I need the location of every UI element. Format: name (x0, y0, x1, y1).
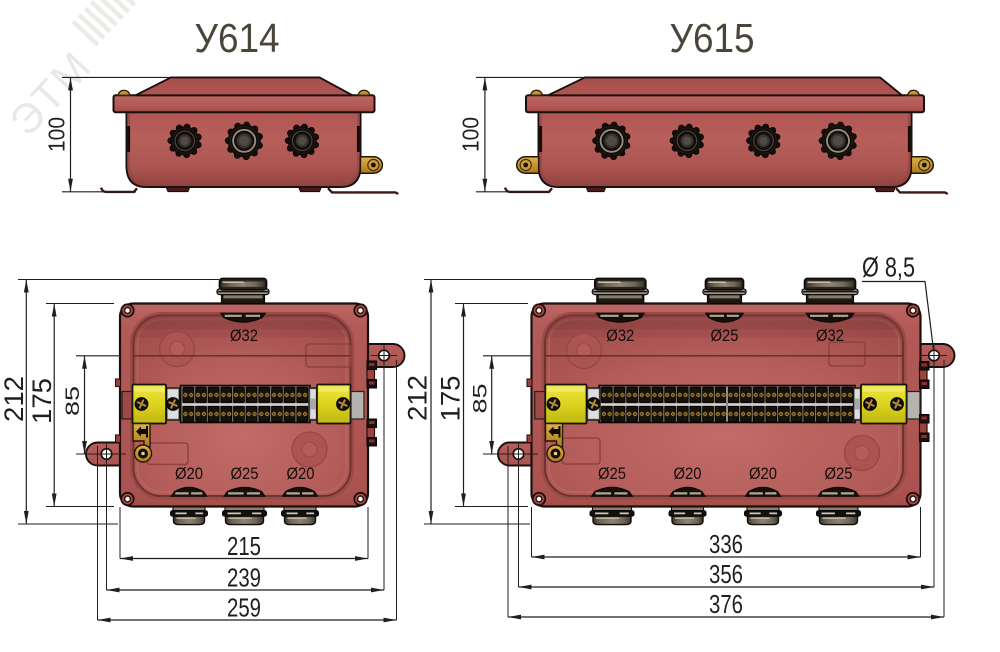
svg-text:У614: У614 (195, 15, 280, 61)
svg-text:Ø20: Ø20 (674, 464, 702, 483)
svg-text:85: 85 (471, 384, 492, 414)
svg-text:85: 85 (63, 386, 84, 416)
svg-text:Ø20: Ø20 (287, 464, 315, 483)
svg-text:259: 259 (227, 593, 261, 623)
svg-text:376: 376 (709, 589, 743, 619)
svg-text:100: 100 (458, 117, 484, 152)
svg-text:239: 239 (227, 563, 261, 593)
svg-text:212: 212 (403, 375, 433, 421)
svg-text:Ø25: Ø25 (825, 464, 853, 483)
svg-text:336: 336 (709, 529, 743, 559)
svg-text:Ø32: Ø32 (606, 326, 634, 345)
svg-text:Ø32: Ø32 (230, 326, 258, 345)
svg-text:Ø32: Ø32 (816, 326, 844, 345)
svg-text:Ø 8,5: Ø 8,5 (862, 252, 915, 283)
svg-text:215: 215 (227, 531, 261, 561)
svg-text:212: 212 (0, 376, 29, 422)
svg-text:175: 175 (27, 378, 57, 424)
svg-text:Ø25: Ø25 (711, 326, 739, 345)
svg-text:356: 356 (709, 559, 743, 589)
svg-text:100: 100 (44, 117, 70, 152)
svg-text:Ø25: Ø25 (598, 464, 626, 483)
svg-text:Ø20: Ø20 (175, 464, 203, 483)
svg-text:Ø20: Ø20 (749, 464, 777, 483)
svg-text:У615: У615 (670, 15, 755, 61)
svg-text:Ø25: Ø25 (231, 464, 259, 483)
svg-text:175: 175 (436, 376, 466, 422)
